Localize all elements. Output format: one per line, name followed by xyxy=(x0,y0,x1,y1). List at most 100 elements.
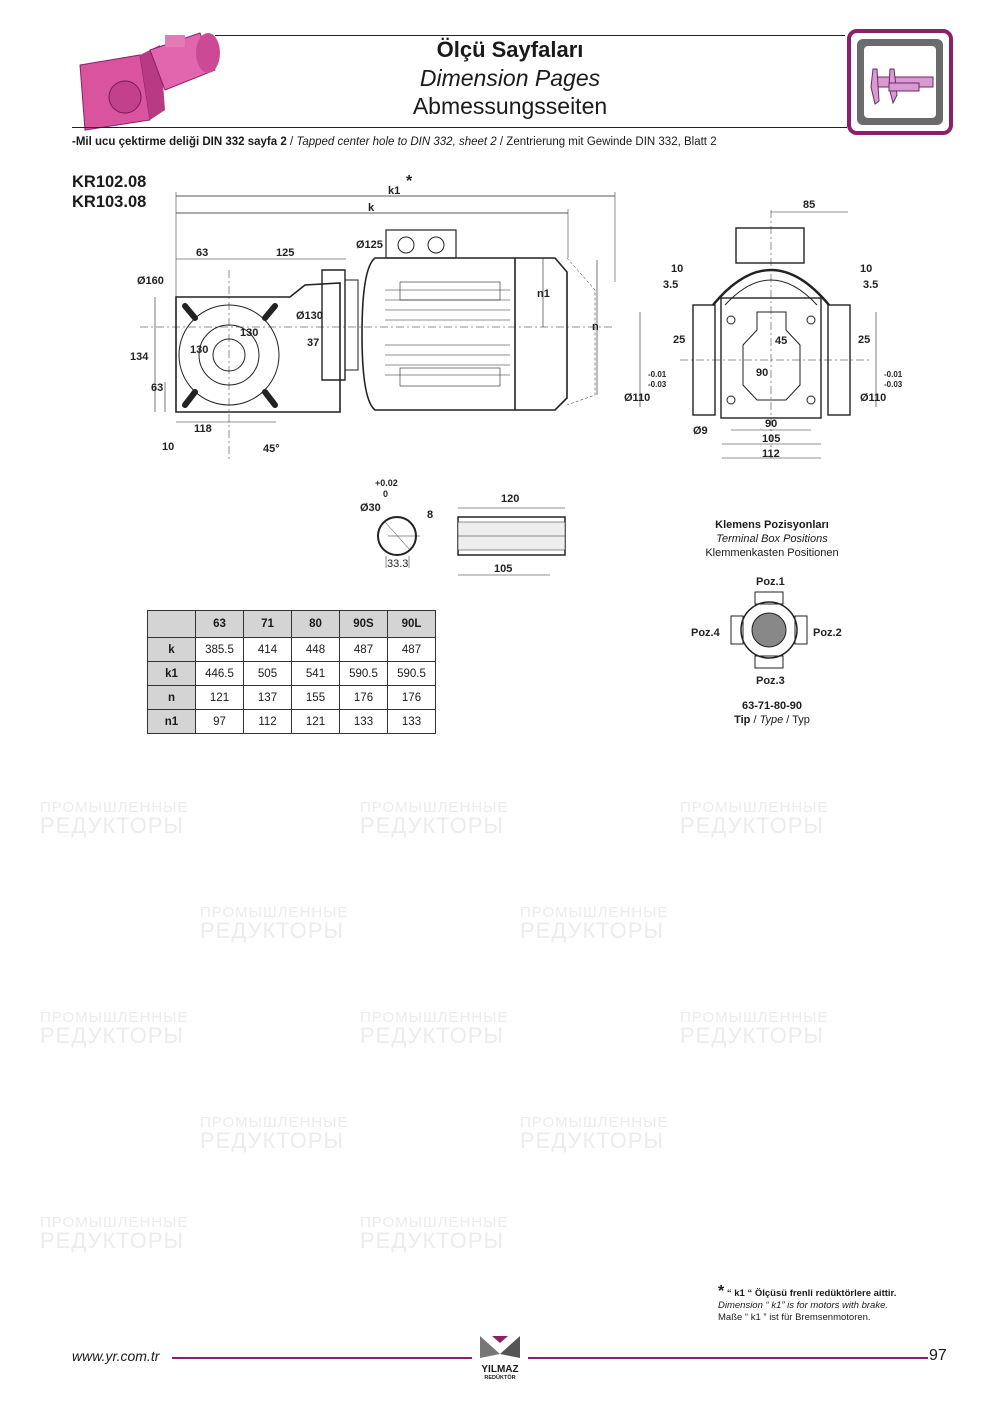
tb-title-de: Klemmenkasten Positionen xyxy=(705,547,839,559)
k1-star: * xyxy=(406,173,413,190)
dim-90-v: 90 xyxy=(756,367,768,379)
dim-130-v: 130 xyxy=(190,344,208,356)
shaft-tol-lower: 0 xyxy=(383,489,388,499)
dim-37: 37 xyxy=(307,337,319,349)
table-cell: 121 xyxy=(195,685,244,710)
dim-130-h: 130 xyxy=(240,327,258,339)
dim-3.5-left: 3.5 xyxy=(663,279,678,291)
logo-name: YILMAZ xyxy=(481,1364,519,1375)
subtitle-en: Tapped center hole to DIN 332, sheet 2 xyxy=(296,136,497,148)
row-label: k xyxy=(147,637,196,662)
dim-d30: Ø30 xyxy=(360,502,381,514)
dim-105-shaft: 105 xyxy=(494,563,512,575)
watermark-line: РЕДУКТОРЫ xyxy=(680,1023,824,1048)
watermark-line: РЕДУКТОРЫ xyxy=(360,1228,504,1253)
end-view-labels: 85 10 3.5 10 3.5 25 25 45 90 -0.01 -0.03… xyxy=(624,199,903,460)
dim-10: 10 xyxy=(162,441,174,453)
dim-n: n xyxy=(592,321,599,333)
dim-d110-left: Ø110 xyxy=(624,392,650,404)
poz-2: Poz.2 xyxy=(813,627,842,639)
side-view-labels: k1 * k 63 125 Ø160 Ø125 Ø130 130 130 37 … xyxy=(130,173,599,455)
watermark-line: РЕДУКТОРЫ xyxy=(40,1023,184,1048)
terminal-box-diagram xyxy=(730,591,808,669)
watermark-line: ПРОМЫШЛЕННЫЕ xyxy=(680,1009,829,1026)
dim-25-right: 25 xyxy=(858,334,870,346)
subtitle-tr: -Mil ucu çektirme deliği DIN 332 sayfa 2 xyxy=(72,136,287,148)
dim-d9: Ø9 xyxy=(693,425,708,437)
watermark-line: ПРОМЫШЛЕННЫЕ xyxy=(360,1214,509,1231)
shaft-drawing xyxy=(377,507,566,576)
poz-1: Poz.1 xyxy=(756,576,785,588)
watermark-line: ПРОМЫШЛЕННЫЕ xyxy=(40,1214,189,1231)
terminal-box-title: Klemens Pozisyonları Terminal Box Positi… xyxy=(672,518,872,560)
dim-63-v: 63 xyxy=(151,382,163,394)
terminal-box-labels: Poz.1 Poz.2 Poz.3 Poz.4 xyxy=(691,576,842,687)
technical-drawings: k1 * k 63 125 Ø160 Ø125 Ø130 130 130 37 … xyxy=(130,173,903,687)
tb-types: 63-71-80-90 xyxy=(742,700,802,712)
tol-lower-right: -0.03 xyxy=(884,380,903,389)
tol-upper-right: -0.01 xyxy=(884,370,903,379)
row-label: k1 xyxy=(147,661,196,686)
table-cell: 446.5 xyxy=(195,661,244,686)
dim-d125: Ø125 xyxy=(356,239,383,251)
dim-45deg: 45° xyxy=(263,443,280,455)
column-header xyxy=(147,610,196,638)
tb-type-tr: Tip xyxy=(734,714,751,726)
tb-sep: / xyxy=(753,714,757,726)
watermark-line: ПРОМЫШЛЕННЫЕ xyxy=(680,799,829,816)
table-cell: 414 xyxy=(243,637,292,662)
tb-title-tr: Klemens Pozisyonları xyxy=(715,519,829,531)
note-de: Maße “ k1 ” ist für Bremsenmotoren. xyxy=(718,1312,871,1323)
watermark-line: РЕДУКТОРЫ xyxy=(520,918,664,943)
dim-d130: Ø130 xyxy=(296,310,323,322)
footnote: * “ k1 “ Ölçüsü frenli redüktörlere aitt… xyxy=(718,1284,896,1324)
table-cell: 590.5 xyxy=(387,661,436,686)
watermark-line: РЕДУКТОРЫ xyxy=(680,813,824,838)
watermark-line: РЕДУКТОРЫ xyxy=(200,918,344,943)
watermark-line: РЕДУКТОРЫ xyxy=(360,813,504,838)
dim-8: 8 xyxy=(427,509,433,521)
model-name: KR102.08 xyxy=(72,173,147,191)
watermark-line: РЕДУКТОРЫ xyxy=(40,1228,184,1253)
tb-type-en: Type xyxy=(759,714,784,726)
footer-url[interactable]: www.yr.com.tr xyxy=(72,1348,160,1364)
table-cell: 590.5 xyxy=(339,661,388,686)
tb-type-de: Typ xyxy=(792,714,810,726)
subtitle: -Mil ucu çektirme deliği DIN 332 sayfa 2… xyxy=(72,136,717,148)
model-list: KR102.08 KR103.08 xyxy=(72,172,146,212)
column-header: 90S xyxy=(339,610,388,638)
watermark-line: ПРОМЫШЛЕННЫЕ xyxy=(200,904,349,921)
title-de: Abmessungsseiten xyxy=(412,93,608,119)
end-view-drawing xyxy=(639,210,877,460)
tol-lower-left: -0.03 xyxy=(648,380,667,389)
dim-10-right: 10 xyxy=(860,263,872,275)
table-header-row: 63 71 80 90S 90L xyxy=(147,610,436,638)
dim-105: 105 xyxy=(762,433,780,445)
dim-k: k xyxy=(368,202,375,214)
table-cell: 541 xyxy=(291,661,340,686)
dim-63: 63 xyxy=(196,247,208,259)
tb-type: 63-71-80-90 Tip / Type / Typ xyxy=(672,699,872,727)
table-cell: 155 xyxy=(291,685,340,710)
title-en: Dimension Pages xyxy=(419,65,601,91)
title-block: Ölçü Sayfaları Dimension Pages Abmessung… xyxy=(300,36,720,120)
dim-134: 134 xyxy=(130,351,149,363)
table-cell: 176 xyxy=(339,685,388,710)
caliper-icon xyxy=(847,29,953,135)
watermark-line: РЕДУКТОРЫ xyxy=(200,1128,344,1153)
watermark-line: ПРОМЫШЛЕННЫЕ xyxy=(520,904,669,921)
dim-85: 85 xyxy=(803,199,815,211)
watermark-line: ПРОМЫШЛЕННЫЕ xyxy=(360,799,509,816)
yilmaz-logo-icon xyxy=(480,1336,520,1358)
yilmaz-logo: YILMAZ REDÜKTÖR xyxy=(472,1334,528,1382)
